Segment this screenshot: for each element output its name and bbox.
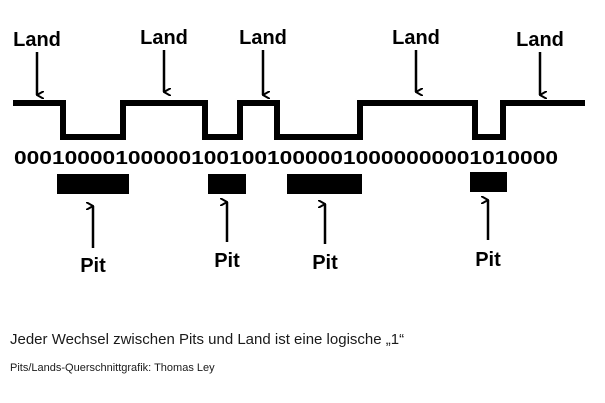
pit-block [57,174,129,194]
land-label: Land [516,29,564,51]
image-credit: Pits/Lands-Querschnittgrafik: Thomas Ley [10,362,215,374]
pit-label: Pit [80,255,106,277]
land-label: Land [13,29,61,51]
bit-sequence: 0001000010000010010010000010000000001010… [14,148,558,168]
land-marker-3: Land [239,27,287,95]
pit-label: Pit [312,252,338,274]
land-label: Land [239,27,287,49]
pit-marker-1: Pit [80,206,106,277]
pit-block [287,174,362,194]
pit-marker-2: Pit [214,202,240,272]
land-marker-2: Land [140,27,188,92]
pit-block [470,172,507,192]
land-label: Land [140,27,188,49]
pit-label: Pit [475,249,501,271]
pit-block [208,174,246,194]
pit-marker-4: Pit [475,200,501,271]
land-marker-4: Land [392,27,440,92]
caption: Jeder Wechsel zwischen Pits und Land ist… [10,331,405,348]
pit-marker-3: Pit [312,204,338,274]
pit-label: Pit [214,250,240,272]
pit-land-diagram: Land Land Land Land Land 000100001000001… [13,27,585,277]
track-profile [13,100,585,140]
land-marker-5: Land [516,29,564,95]
land-label: Land [392,27,440,49]
land-marker-1: Land [13,29,61,95]
